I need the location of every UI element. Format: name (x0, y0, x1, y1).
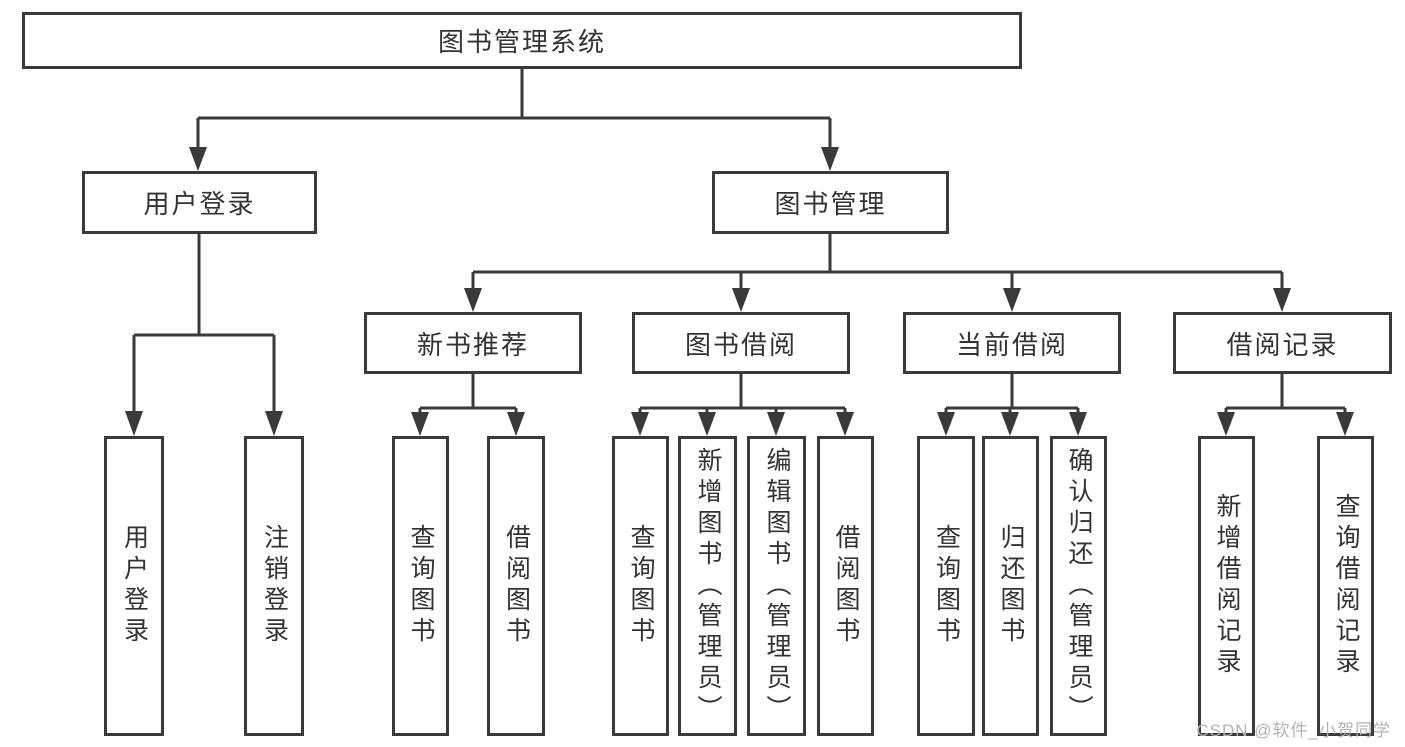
node-group-current-borrow: 当前借阅 (903, 312, 1121, 374)
leaf-nb-query-book: 查询图书 (392, 436, 449, 736)
csdn-watermark: CSDN @软件_小贺同学 (1196, 721, 1391, 740)
leaf-nb-borrow-book: 借阅图书 (487, 436, 545, 736)
leaf-cb-query-book-label: 查询图书 (932, 524, 961, 648)
leaf-cb-return-book-label: 归还图书 (997, 524, 1025, 648)
tree-edges (132, 69, 1347, 416)
leaf-br-query-borrow-record-label: 查询借阅记录 (1332, 493, 1360, 679)
leaf-bb-add-book-admin: 新增图书（管理员） (678, 436, 737, 736)
leaf-logout-label: 注销登录 (260, 524, 289, 648)
leaf-cb-confirm-return-admin: 确认归还（管理员） (1050, 436, 1107, 736)
node-root: 图书管理系统 (22, 12, 1022, 69)
leaf-cb-return-book: 归还图书 (982, 436, 1039, 736)
leaf-bb-add-book-admin-label: 新增图书（管理员） (694, 446, 722, 726)
leaf-bb-query-book-label: 查询图书 (627, 524, 655, 648)
node-branch-book-management: 图书管理 (712, 171, 949, 234)
node-root-label: 图书管理系统 (437, 27, 606, 57)
leaf-br-add-borrow-record-label: 新增借阅记录 (1213, 493, 1241, 679)
leaf-cb-query-book: 查询图书 (917, 436, 975, 736)
arrow-down-icons (125, 147, 1354, 436)
node-group-book-borrow-label: 图书借阅 (684, 329, 797, 360)
leaf-bb-borrow-book-label: 借阅图书 (832, 524, 860, 648)
leaf-br-query-borrow-record: 查询借阅记录 (1317, 436, 1374, 736)
leaf-nb-query-book-label: 查询图书 (407, 524, 435, 648)
leaf-bb-edit-book-admin: 编辑图书（管理员） (747, 436, 806, 736)
node-group-borrow-records: 借阅记录 (1173, 312, 1392, 374)
node-group-borrow-records-label: 借阅记录 (1226, 329, 1339, 360)
leaf-logout: 注销登录 (244, 436, 304, 736)
leaf-bb-borrow-book: 借阅图书 (817, 436, 874, 736)
leaf-nb-borrow-book-label: 借阅图书 (502, 524, 531, 648)
node-branch-book-management-label: 图书管理 (774, 189, 887, 219)
leaf-user-login: 用户登录 (104, 436, 164, 736)
node-group-current-borrow-label: 当前借阅 (955, 329, 1068, 360)
leaf-user-login-label: 用户登录 (120, 524, 149, 648)
leaf-bb-query-book: 查询图书 (612, 436, 669, 736)
node-branch-user-login-label: 用户登录 (143, 189, 256, 219)
node-branch-user-login: 用户登录 (82, 171, 317, 234)
leaf-br-add-borrow-record: 新增借阅记录 (1198, 436, 1255, 736)
node-group-new-book-recommend-label: 新书推荐 (416, 329, 529, 360)
node-group-book-borrow: 图书借阅 (632, 312, 850, 374)
node-group-new-book-recommend: 新书推荐 (364, 312, 582, 374)
leaf-bb-edit-book-admin-label: 编辑图书（管理员） (763, 446, 791, 726)
leaf-cb-confirm-return-admin-label: 确认归还（管理员） (1065, 446, 1093, 726)
